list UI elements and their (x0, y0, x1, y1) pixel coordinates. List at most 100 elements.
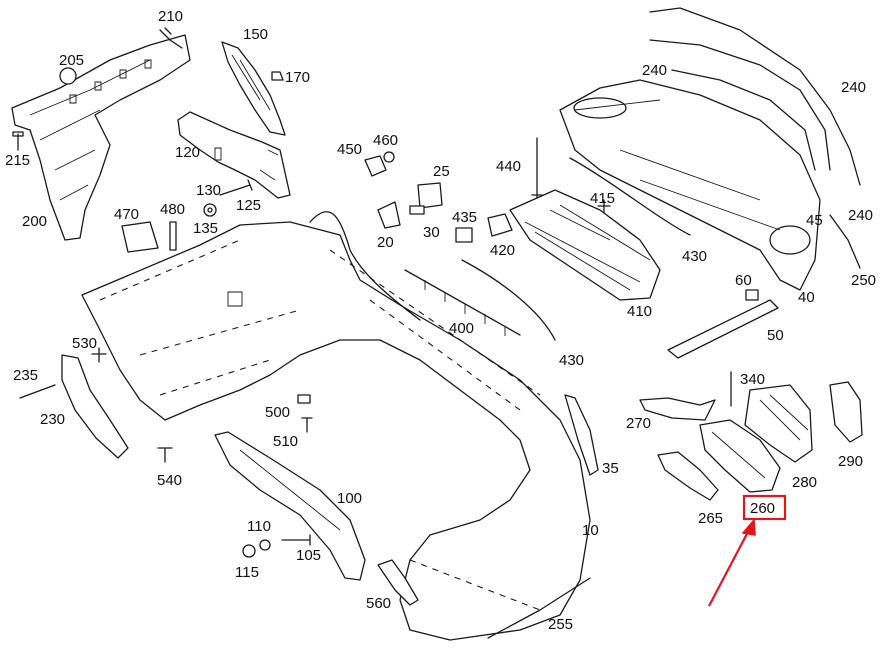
label-100: 100 (337, 490, 362, 507)
label-45: 45 (806, 212, 823, 229)
part-235-screw (19, 384, 56, 399)
part-115-nut (242, 544, 256, 558)
label-205: 205 (59, 52, 84, 69)
part-560-bracket (377, 559, 419, 606)
label-240-a: 240 (642, 62, 667, 79)
label-40: 40 (798, 289, 815, 306)
part-110-washer (259, 539, 271, 551)
label-435: 435 (452, 209, 477, 226)
part-35-reflector (564, 394, 599, 476)
part-rear-diffuser (559, 79, 821, 291)
label-420: 420 (490, 242, 515, 259)
part-250-strip (829, 214, 861, 269)
label-255: 255 (548, 616, 573, 633)
highlight-arrow (708, 518, 756, 607)
label-260: 260 (750, 500, 775, 517)
label-510: 510 (273, 433, 298, 450)
part-230-bracket (61, 354, 129, 459)
part-150-side-bracket (221, 41, 286, 136)
label-540: 540 (157, 472, 182, 489)
label-240-c: 240 (848, 207, 873, 224)
part-420-holder (487, 213, 513, 237)
label-10: 10 (582, 522, 599, 539)
label-115: 115 (235, 564, 259, 581)
label-290: 290 (838, 453, 863, 470)
part-25-bracket (417, 182, 443, 209)
label-530: 530 (72, 335, 97, 352)
label-480: 480 (160, 201, 185, 218)
label-430-a: 430 (559, 352, 584, 369)
label-215: 215 (5, 152, 30, 169)
part-10-bumper-cover (81, 211, 591, 641)
label-30: 30 (423, 224, 440, 241)
part-410-absorber (509, 189, 661, 301)
label-35: 35 (602, 460, 619, 477)
part-470-cover (121, 221, 159, 253)
part-205-clip (59, 67, 77, 85)
label-110: 110 (247, 518, 271, 535)
part-440-bolt (531, 137, 543, 199)
part-450-sensor (364, 155, 387, 177)
label-415: 415 (590, 190, 615, 207)
label-265: 265 (698, 510, 723, 527)
part-240-trim-top (649, 7, 861, 186)
label-470: 470 (114, 206, 139, 223)
part-240-trim-mid (649, 39, 831, 171)
part-20-holder (377, 201, 401, 229)
part-510-screw (301, 417, 313, 433)
label-240-b: 240 (841, 79, 866, 96)
part-290-frame (829, 381, 863, 443)
callout-labels: 210 150 205 170 215 200 120 130 125 135 … (5, 8, 876, 633)
part-105-screw (281, 534, 311, 546)
label-200: 200 (22, 213, 47, 230)
part-530-clip (91, 347, 107, 363)
part-255-strip (487, 577, 591, 639)
part-210-bolt (159, 27, 183, 49)
label-410: 410 (627, 303, 652, 320)
part-400-wiring (404, 269, 521, 336)
part-130-125-135-screws (203, 179, 253, 217)
label-130: 130 (196, 182, 221, 199)
part-430-cable-a (461, 259, 556, 341)
part-30-clip (409, 205, 425, 215)
label-50: 50 (767, 327, 784, 344)
label-340: 340 (740, 371, 765, 388)
part-500-clip (297, 394, 311, 404)
label-235: 235 (13, 367, 38, 384)
part-200-left-bracket (11, 34, 191, 241)
part-120-bracket (177, 111, 291, 199)
label-460: 460 (373, 132, 398, 149)
label-20: 20 (377, 234, 394, 251)
part-540-screw (157, 447, 173, 463)
part-280-housing (744, 384, 813, 463)
part-100-rail (214, 431, 366, 581)
label-250: 250 (851, 272, 876, 289)
part-240-trim-low (671, 69, 816, 171)
part-260-duct (699, 419, 781, 493)
label-105: 105 (296, 547, 321, 564)
label-440: 440 (496, 158, 521, 175)
part-215-screw (12, 131, 24, 151)
label-210: 210 (158, 8, 183, 25)
label-135: 135 (193, 220, 218, 237)
label-150: 150 (243, 26, 268, 43)
part-170-clip (271, 71, 284, 81)
label-120: 120 (175, 144, 200, 161)
label-25: 25 (433, 163, 450, 180)
label-230: 230 (40, 411, 65, 428)
label-270: 270 (626, 415, 651, 432)
label-560: 560 (366, 595, 391, 612)
label-170: 170 (285, 69, 310, 86)
label-430-b: 430 (682, 248, 707, 265)
part-430-cable-b (569, 157, 691, 236)
label-280: 280 (792, 474, 817, 491)
label-125: 125 (236, 197, 261, 214)
part-460-ring (383, 151, 395, 163)
part-270-bracket (639, 397, 716, 421)
part-60-clip (745, 289, 759, 301)
label-450: 450 (337, 141, 362, 158)
part-435-clip (455, 227, 473, 243)
part-50-lower-trim (667, 299, 779, 359)
part-265-panel (657, 451, 719, 501)
